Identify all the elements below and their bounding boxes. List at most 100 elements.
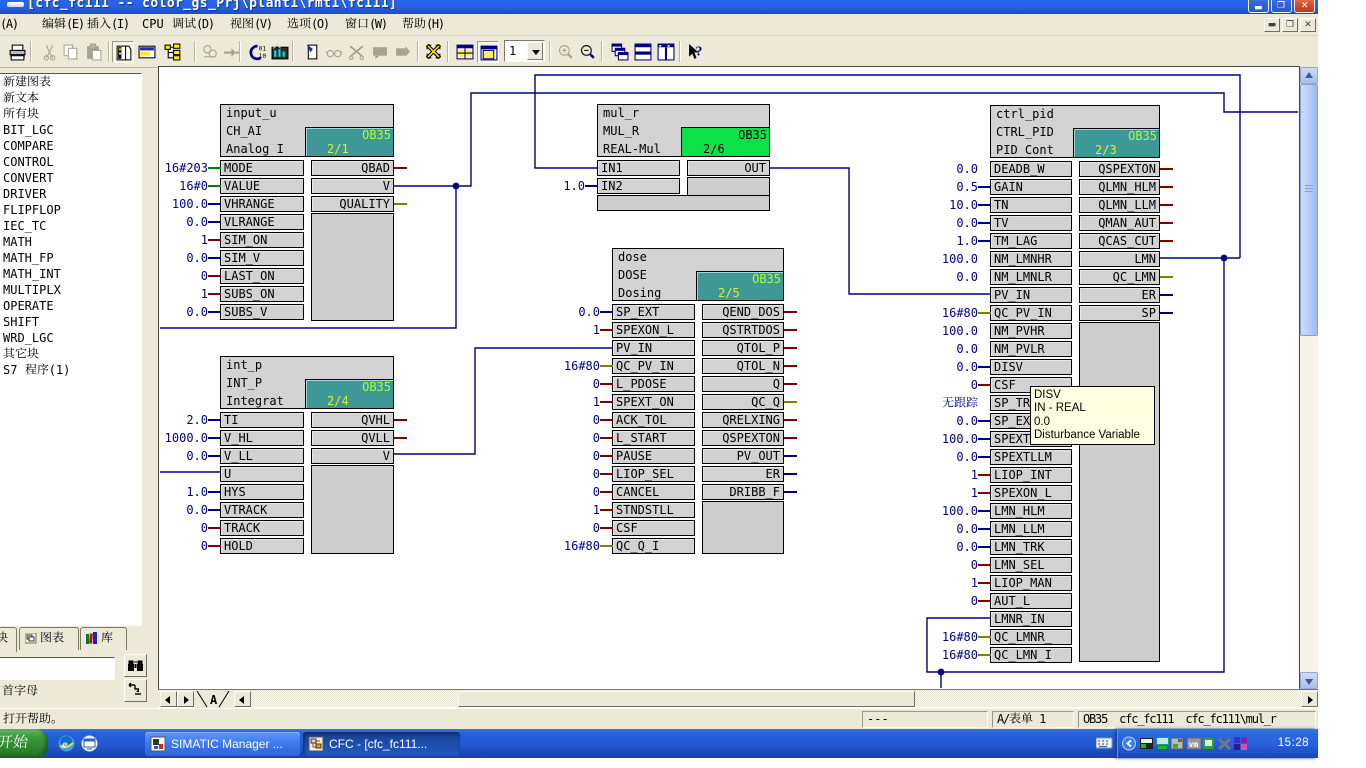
window-minimize-button[interactable]: ▬ [1248, 0, 1269, 13]
input-pin-int_p-V_LL[interactable]: V_LL [220, 448, 304, 464]
quick-launch-desktop[interactable] [80, 734, 99, 753]
pin-value[interactable]: 0 [592, 413, 600, 427]
horizontal-scroll-thumb[interactable] [458, 691, 915, 707]
wire-int_p.V-dose.PV_IN[interactable] [394, 347, 613, 455]
pin-value[interactable]: 0.0 [186, 449, 208, 463]
input-pin-dose-SP_EXT[interactable]: SP_EXT [612, 304, 695, 320]
input-pin-ctrl_pid-LMN_TRK[interactable]: LMN_TRK [990, 539, 1072, 555]
taskbar-window-1[interactable]: CFC - [cfc_fc111... [303, 732, 460, 756]
block-body[interactable] [702, 501, 784, 554]
pin-value[interactable]: 0.0 [956, 342, 978, 356]
pin-value[interactable]: 10.0 [949, 198, 978, 212]
output-pin-ctrl_pid-QC_LMN[interactable]: QC_LMN [1079, 269, 1160, 285]
wire-mul_r.OUT-ctrl_pid.PV_IN[interactable] [770, 167, 991, 295]
input-pin-ctrl_pid-TM_LAG[interactable]: TM_LAG [990, 233, 1072, 249]
pin-value[interactable]: 0 [592, 377, 600, 391]
pin-value[interactable]: 0 [200, 521, 208, 535]
catalog-item[interactable]: MATH_FP [3, 251, 54, 265]
pin-value[interactable]: 0 [970, 558, 978, 572]
toolbar-chart-sheet-view-button[interactable] [112, 41, 134, 63]
pin-value[interactable]: 100.0 [941, 252, 978, 266]
pin-value[interactable]: 1 [970, 486, 978, 500]
tray-icon-plc-card[interactable] [1170, 736, 1186, 751]
pin-value[interactable]: 0 [592, 431, 600, 445]
input-pin-dose-SPEXT_ON[interactable]: SPEXT_ON [612, 394, 695, 410]
output-pin-ctrl_pid-QCAS_CUT[interactable]: QCAS_CUT [1079, 233, 1160, 249]
pin-value[interactable]: 1 [200, 233, 208, 247]
input-pin-ctrl_pid-LIOP_INT[interactable]: LIOP_INT [990, 467, 1072, 483]
output-pin-ctrl_pid-QLMN_HLM[interactable]: QLMN_HLM [1079, 179, 1160, 195]
sheet-tab[interactable]: A [195, 690, 233, 708]
input-pin-mul_r-IN1[interactable]: IN1 [597, 160, 680, 176]
pin-value[interactable]: 16#80 [941, 630, 978, 644]
tray-icon-plc-station[interactable] [1140, 736, 1155, 751]
pin-value[interactable]: 1.0 [563, 179, 585, 193]
input-pin-input_u-LAST_ON[interactable]: LAST_ON [220, 268, 304, 284]
output-pin-int_p-V[interactable]: V [311, 448, 394, 464]
menu-7[interactable]: (W) [343, 14, 389, 35]
menu-5[interactable]: (V) [228, 14, 274, 35]
input-pin-ctrl_pid-LMN_LLM[interactable]: LMN_LLM [990, 521, 1072, 537]
input-pin-dose-CSF[interactable]: CSF [612, 520, 695, 536]
input-pin-dose-LIOP_SEL[interactable]: LIOP_SEL [612, 466, 695, 482]
input-pin-input_u-SIM_V[interactable]: SIM_V [220, 250, 304, 266]
input-pin-ctrl_pid-QC_LMN_I[interactable]: QC_LMN_I [990, 647, 1072, 663]
catalog-item[interactable]: S7 (1) [3, 363, 71, 377]
tray-icon-plc-online[interactable] [1155, 736, 1171, 751]
tray-icon-vmware-tools[interactable]: vm [1186, 736, 1202, 751]
output-pin-ctrl_pid-QSPEXTON[interactable]: QSPEXTON [1079, 161, 1160, 177]
scroll-down-button[interactable] [1300, 672, 1318, 689]
block-body[interactable] [311, 465, 394, 554]
toolbar-chart-hierarchy-button[interactable] [162, 41, 184, 63]
tray-collapse-button[interactable] [1122, 736, 1137, 751]
input-pin-int_p-U[interactable]: U [220, 466, 304, 482]
input-pin-dose-CANCEL[interactable]: CANCEL [612, 484, 695, 500]
zoom-select[interactable]: 1 [504, 40, 545, 62]
output-pin-dose-Q[interactable]: Q [702, 376, 784, 392]
catalog-item[interactable]: MULTIPLX [3, 283, 61, 297]
output-pin-dose-QSPEXTON[interactable]: QSPEXTON [702, 430, 784, 446]
pin-value[interactable]: 0.0 [956, 216, 978, 230]
quick-launch-internet-explorer[interactable]: e [57, 734, 76, 753]
catalog-item[interactable]: BIT_LGC [3, 123, 54, 137]
menu-2[interactable]: (I) [85, 14, 131, 35]
output-pin-dose-QTOL_N[interactable]: QTOL_N [702, 358, 784, 374]
zoom-dropdown-arrow[interactable] [527, 42, 543, 60]
input-pin-dose-L_PDOSE[interactable]: L_PDOSE [612, 376, 695, 392]
pin-value[interactable]: 1 [592, 503, 600, 517]
input-pin-dose-STNDSTLL[interactable]: STNDSTLL [612, 502, 695, 518]
output-pin-dose-DRIBB_F[interactable]: DRIBB_F [702, 484, 784, 500]
wire-ctrl_pid.LMN-mul_r.IN1[interactable] [534, 74, 1241, 258]
toolbar-tile-vertical-button[interactable] [655, 41, 677, 63]
input-pin-input_u-MODE[interactable]: MODE [220, 160, 304, 176]
pin-value[interactable]: 100.0 [941, 504, 978, 518]
toolbar-help-pointer-button[interactable]: ? [685, 41, 707, 63]
input-pin-int_p-TI[interactable]: TI [220, 412, 304, 428]
mdi-close-button[interactable]: ✕ [1300, 18, 1316, 32]
wire-ctrl_pid.LMN-ctrl_pid.LMNR_IN[interactable] [926, 258, 1225, 673]
pin-value[interactable]: 16#80 [941, 648, 978, 662]
input-pin-dose-PV_IN[interactable]: PV_IN [612, 340, 695, 356]
pin-value[interactable]: 16#80 [563, 359, 600, 373]
tray-icon-antivirus[interactable] [1202, 736, 1217, 751]
input-pin-ctrl_pid-TN[interactable]: TN [990, 197, 1072, 213]
input-pin-dose-SPEXON_L[interactable]: SPEXON_L [612, 322, 695, 338]
input-pin-ctrl_pid-SPEXTLLM[interactable]: SPEXTLLM [990, 449, 1072, 465]
output-pin-ctrl_pid-SP[interactable]: SP [1079, 305, 1160, 321]
input-pin-ctrl_pid-QC_LMNR_[interactable]: QC_LMNR_ [990, 629, 1072, 645]
catalog-item[interactable] [0, 90, 141, 106]
pin-value[interactable]: 0 [970, 378, 978, 392]
output-pin-dose-PV_OUT[interactable]: PV_OUT [702, 448, 784, 464]
output-pin-dose-QTOL_P[interactable]: QTOL_P [702, 340, 784, 356]
toolbar-fit-to-window-button[interactable] [423, 41, 445, 63]
input-pin-int_p-TRACK[interactable]: TRACK [220, 520, 304, 536]
catalog-item[interactable] [0, 106, 141, 122]
vertical-scroll-thumb[interactable] [1300, 84, 1318, 336]
pin-value[interactable]: 0.0 [578, 305, 600, 319]
input-pin-int_p-VTRACK[interactable]: VTRACK [220, 502, 304, 518]
output-pin-ctrl_pid-LMN[interactable]: LMN [1079, 251, 1160, 267]
